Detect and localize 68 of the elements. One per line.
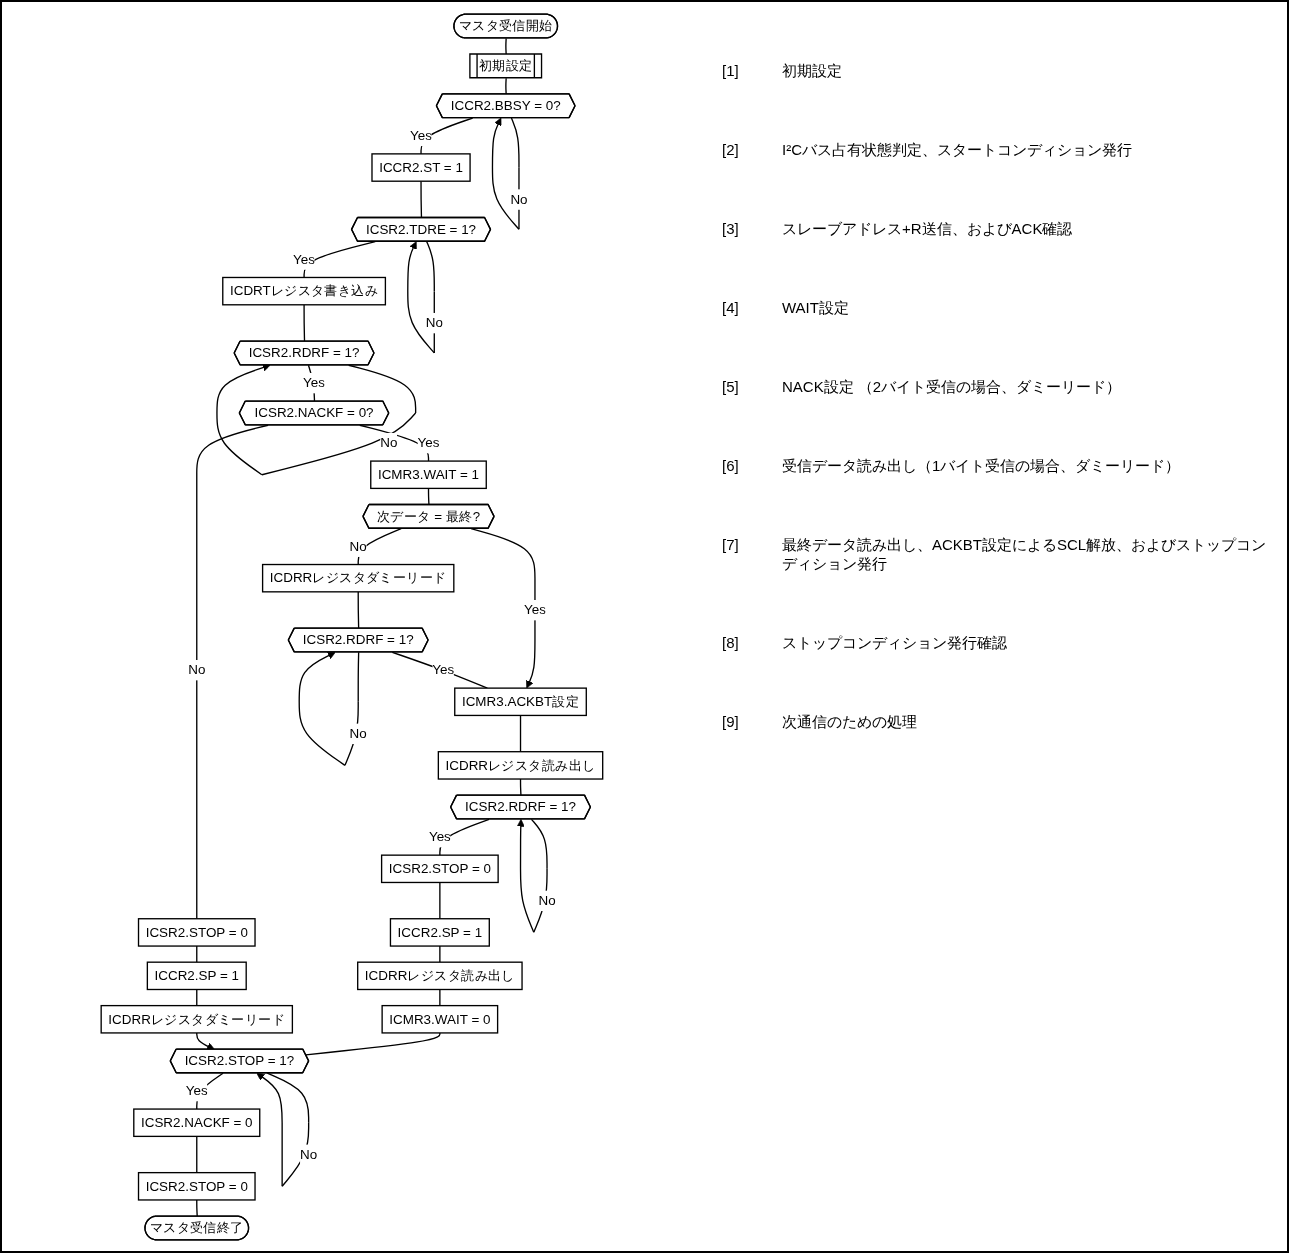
node-box: ICSR2.NACKF = 0 bbox=[133, 1107, 261, 1137]
edge-label: Yes bbox=[428, 828, 451, 844]
connector bbox=[196, 424, 269, 919]
node-box: ICSR2.STOP = 0 bbox=[381, 854, 499, 883]
node-box: ICMR3.WAIT = 1 bbox=[370, 459, 487, 489]
step-number: [3] bbox=[722, 220, 740, 239]
step-description: WAIT設定 bbox=[782, 299, 850, 318]
connector bbox=[196, 1198, 198, 1217]
node-box: ICDRRレジスタダミーリード bbox=[262, 563, 455, 592]
node-box: ICSR2.STOP = 0 bbox=[137, 1171, 256, 1201]
step-description: 最終データ読み出し、ACKBT設定によるSCL解放、およびストップコンディション発行 bbox=[782, 536, 1267, 574]
arrow bbox=[196, 1031, 215, 1050]
step-number: [1] bbox=[722, 62, 740, 81]
node-box: ICMR3.ACKBT設定 bbox=[454, 686, 587, 716]
connector bbox=[303, 240, 376, 278]
node-box: ICDRRレジスタ読み出し bbox=[437, 750, 604, 780]
edge-label: No bbox=[349, 537, 367, 553]
step-description: 初期設定 bbox=[782, 62, 843, 81]
step-description: I²Cバス占有状態判定、スタートコンディション発行 bbox=[782, 141, 1133, 160]
edge-label: Yes bbox=[410, 126, 433, 143]
edge-label: Yes bbox=[185, 1082, 208, 1098]
node-box: ICMR3.WAIT = 0 bbox=[381, 1004, 499, 1034]
edge-label: Yes bbox=[432, 661, 455, 677]
edge-label: Yes bbox=[524, 601, 546, 617]
edge-label: No bbox=[510, 190, 528, 206]
connector bbox=[505, 77, 507, 95]
node-box: ICCR2.SP = 1 bbox=[146, 961, 247, 990]
step-number: [7] bbox=[722, 536, 740, 555]
connector bbox=[439, 881, 441, 919]
step-number: [2] bbox=[722, 141, 740, 160]
edge-label: No bbox=[380, 434, 398, 450]
node-box: ICSR2.STOP = 0 bbox=[137, 917, 256, 947]
connector bbox=[439, 988, 441, 1006]
connector bbox=[439, 818, 490, 856]
edge-label: Yes bbox=[303, 374, 326, 390]
edge-label: No bbox=[538, 891, 556, 908]
edge-label: No bbox=[425, 314, 443, 330]
node-box: ICDRTレジスタ書き込み bbox=[222, 276, 387, 305]
edge-label: No bbox=[300, 1145, 318, 1161]
arrow bbox=[256, 1072, 310, 1187]
step-description: 次通信のための処理 bbox=[782, 713, 918, 732]
connector bbox=[439, 944, 441, 963]
step-number: [5] bbox=[722, 378, 740, 397]
edge-label: No bbox=[188, 661, 206, 677]
connector bbox=[420, 116, 474, 155]
edge-label: No bbox=[349, 724, 367, 741]
edge-label: Yes bbox=[293, 250, 316, 266]
step-description: ストップコンディション発行確認 bbox=[782, 634, 1008, 653]
step-description: スレーブアドレス+R送信、およびACK確認 bbox=[782, 220, 1074, 239]
connector bbox=[357, 590, 360, 629]
connector bbox=[305, 1031, 441, 1055]
connector bbox=[357, 527, 402, 565]
step-number: [6] bbox=[722, 457, 740, 476]
edge-label: Yes bbox=[417, 434, 440, 450]
step-description: 受信データ読み出し（1バイト受信の場合、ダミーリード） bbox=[782, 457, 1182, 476]
node-box: ICDRRレジスタ読み出し bbox=[357, 961, 523, 990]
step-number: [8] bbox=[722, 634, 740, 653]
connector bbox=[303, 303, 306, 342]
connector bbox=[359, 424, 430, 462]
step-number: [9] bbox=[722, 713, 740, 732]
arrow bbox=[470, 527, 536, 688]
connector bbox=[196, 1135, 198, 1173]
connector bbox=[519, 714, 522, 752]
node-box: ICDRRレジスタダミーリード bbox=[100, 1004, 294, 1034]
step-number: [4] bbox=[722, 299, 740, 318]
step-description: NACK設定 （2バイト受信の場合、ダミーリード） bbox=[782, 378, 1123, 397]
node-box: ICCR2.SP = 1 bbox=[389, 917, 491, 947]
node-box: ICCR2.ST = 1 bbox=[371, 152, 471, 182]
